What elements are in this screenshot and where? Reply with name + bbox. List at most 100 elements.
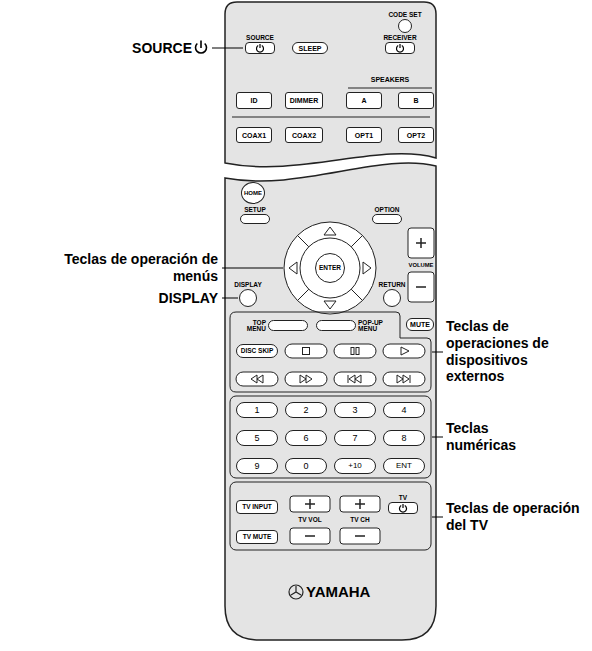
remote-lower-body [225,163,436,640]
remote-button: TV MUTE [236,530,278,544]
remote-button: 7 [334,430,376,446]
volume-keys [408,228,434,302]
remote-button: DISPLAY [239,289,257,307]
button-label: 4 [401,406,406,415]
leader-lines [212,48,443,517]
playback-keys [236,344,425,386]
remote-button: ENTER [315,253,345,283]
remote-button: RECEIVER [385,42,415,54]
button-label: 0 [303,462,308,471]
button-label: HOME [244,190,262,196]
button-label: 6 [303,434,308,443]
button-label: 3 [352,406,357,415]
remote-button: TV INPUT [236,500,278,514]
remote-button: 8 [383,430,425,446]
button-label: DISPLAY [234,282,262,289]
yamaha-logo [289,585,303,599]
remote-button: B [398,92,434,109]
remote-button: 6 [285,430,327,446]
button-label: ENTER [319,265,341,272]
button-label: TOP MENU [238,319,266,332]
power-symbol [196,41,207,54]
remote-button: 2 [285,402,327,418]
remote-button: +10 [334,458,376,474]
remote-button: 4 [383,402,425,418]
remote-button: 3 [334,402,376,418]
remote-button: SLEEP [292,42,328,54]
button-label: SLEEP [299,45,322,52]
remote-button: DIMMER [285,92,323,109]
callout-text: Teclas de operaciones de dispositivos ex… [446,318,566,385]
button-label: SETUP [244,207,266,214]
power-icon-stroke [397,44,404,52]
button-label: 5 [254,434,259,443]
remote-button: TOP MENU [268,320,308,331]
remote-button: HOME [241,182,265,204]
button-label: 9 [254,462,259,471]
panel-label: TV VOL [298,516,321,524]
remote-button: SETUP [240,214,270,224]
button-label: OPTION [375,207,400,214]
remote-button: DISC SKIP [236,344,278,358]
remote-button: 9 [236,458,278,474]
speakers-line [348,88,432,89]
button-label: MUTE [410,321,430,328]
button-label: SOURCE [246,35,274,42]
button-label: COAX1 [242,132,266,139]
remote-button: CODE SET [398,19,412,33]
button-label: 7 [352,434,357,443]
callout-text: Teclas numéricas [446,420,546,454]
button-label: OPT2 [407,132,425,139]
button-label: TV INPUT [242,504,272,511]
power-icon [395,43,405,53]
power-icon-stroke [257,44,264,52]
button-label: RETURN [378,282,405,289]
button-label: ENT [396,462,412,470]
button-label: CODE SET [388,12,421,19]
direction-pad [284,222,376,314]
button-label: +10 [348,462,362,470]
remote-button: TV [388,502,418,514]
button-label: B [413,97,418,104]
panel-label: TV CH [350,516,370,524]
brand-name: YAMAHA [306,584,370,599]
remote-button: ENT [383,458,425,474]
remote-button: COAX1 [236,127,272,143]
remote-button: SOURCE [245,42,275,54]
remote-button: MUTE [406,318,434,331]
remote-body: YAMAHA CODE SET SOURCE SLEEP RECEIVER ID DIMME… [225,0,436,640]
callout-text: Teclas de operación de menús [58,251,218,285]
panel-label: VOLUME [409,262,434,269]
remote-button: 1 [236,402,278,418]
button-label: OPT1 [355,132,373,139]
power-icon [255,43,265,53]
remote-button: COAX2 [285,127,323,143]
button-label: 8 [401,434,406,443]
remote-button: 0 [285,458,327,474]
panel-label: SPEAKERS [371,76,410,84]
button-label: A [361,97,366,104]
button-label: 1 [254,406,259,415]
remote-button: RETURN [383,289,401,307]
remote-button: POP-UP MENU [316,320,356,331]
separator-line [232,117,430,118]
power-icon-stroke [400,504,407,512]
remote-button: OPT1 [346,127,382,143]
remote-button: OPT2 [398,127,434,143]
callout-text: SOURCE [132,40,192,57]
remote-upper-body [225,2,436,167]
remote-button: ID [236,92,272,109]
remote-button: OPTION [372,214,402,224]
button-label: ID [251,97,258,104]
button-label: DISC SKIP [241,348,274,355]
key-group-outlines [230,312,431,550]
button-label: TV MUTE [243,534,272,541]
power-icon [398,503,408,513]
button-label: TV [399,495,407,502]
button-label: POP-UP MENU [358,319,392,332]
button-label: 2 [303,406,308,415]
tv-volume-channel-keys [290,496,380,544]
button-label: COAX2 [292,132,316,139]
remote-button: 5 [236,430,278,446]
button-label: DIMMER [290,97,318,104]
